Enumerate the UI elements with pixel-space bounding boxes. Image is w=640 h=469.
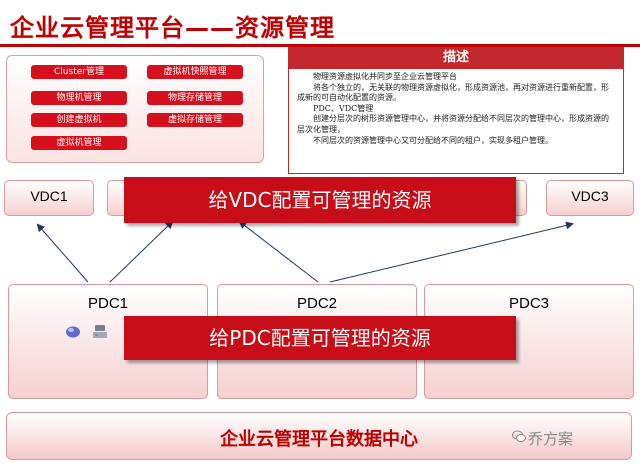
arrow-pdc1-vdc1 [36,223,89,283]
virtual-storage-management-button[interactable]: 虚拟存储管理 [147,113,243,127]
vdc3-label: VDC3 [571,188,609,204]
wechat-icon [512,430,526,442]
description-heading: 描述 [288,47,624,68]
vm-management-button[interactable]: 虚拟机管理 [31,136,127,150]
description-line: PDC、VDC管理 [313,103,374,113]
function-menu-panel: Cluster管理 虚拟机快照管理 物理机管理 物理存储管理 创建虚拟机 虚拟存… [6,55,264,163]
physical-storage-management-button[interactable]: 物理存储管理 [147,91,243,105]
datacenter-bar: 企业云管理平台数据中心 [6,412,632,460]
arrow-pdc2-vdc2 [238,220,319,283]
page-title: 企业云管理平台——资源管理 [10,14,335,42]
watermark-text: 乔方案 [528,430,574,448]
server-icon [93,325,107,338]
arrow-pdc2-vdc3 [329,221,574,283]
description-line: 不同层次的资源管理中心又可分配给不同的租户，实现多租户管理。 [313,135,553,145]
vm-snapshot-management-button[interactable]: 虚拟机快照管理 [147,65,243,79]
vdc3-box[interactable]: VDC3 [546,180,634,216]
pdc1-label: PDC1 [87,295,128,312]
description-body: 物理资源虚拟化并同步至企业云管理平台 将各个独立的，无关联的物理资源虚拟化，形成… [288,68,624,174]
storage-icon [66,326,80,338]
description-line: 将各个独立的，无关联的物理资源虚拟化，形成资源池，再对资源进行重新配置，形成新的… [297,82,609,103]
arrow-pdc1-vdc2 [109,220,174,283]
description-line: 物理资源虚拟化并同步至企业云管理平台 [313,72,457,81]
description-line: 创建分层次的树形资源管理中心，并将资源分配给不同层次的管理中心，形成资源的层次化… [297,114,609,134]
pdc2-label: PDC2 [296,295,337,312]
cluster-management-button[interactable]: Cluster管理 [31,65,127,79]
pdc3-label: PDC3 [508,295,549,312]
create-vm-button[interactable]: 创建虚拟机 [31,113,127,127]
vdc-config-banner: 给VDC配置可管理的资源 [124,177,516,223]
title-divider [0,44,640,47]
datacenter-label: 企业云管理平台数据中心 [220,429,418,450]
vdc1-box[interactable]: VDC1 [4,180,94,216]
pdc1-box[interactable]: PDC1 [8,284,208,399]
pdc-config-banner: 给PDC配置可管理的资源 [124,316,516,360]
physical-machine-management-button[interactable]: 物理机管理 [31,91,127,105]
vdc1-label: VDC1 [30,188,68,204]
